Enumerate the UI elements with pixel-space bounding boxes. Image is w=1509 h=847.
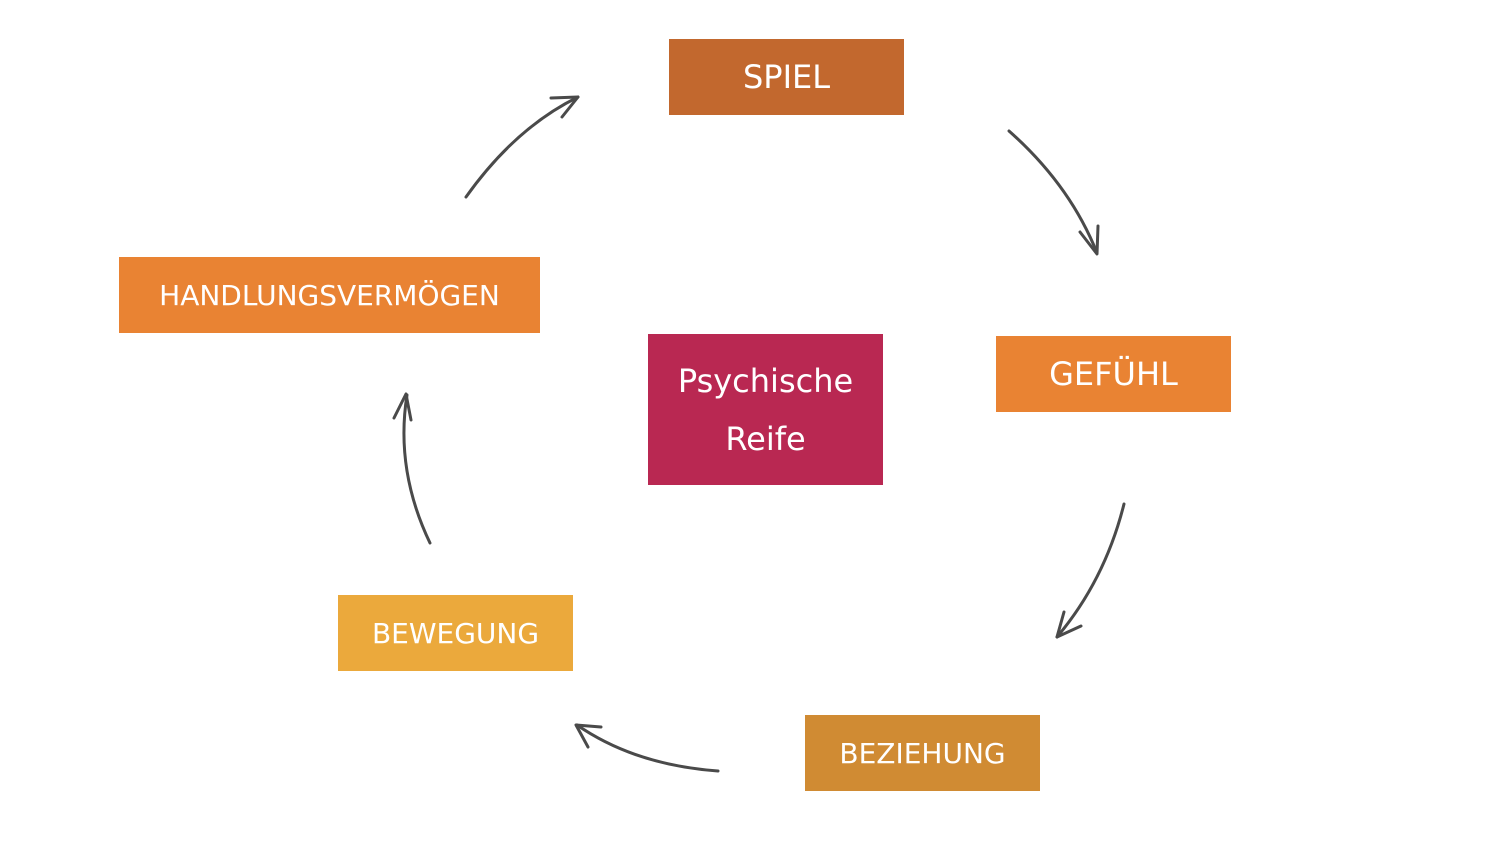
node-gefuehl: GEFÜHL (996, 336, 1231, 412)
arrow-beziehung-to-bewegung (574, 723, 720, 773)
node-bewegung: BEWEGUNG (338, 595, 573, 671)
node-bewegung-label: BEWEGUNG (371, 616, 540, 650)
arrow-gefuehl-to-beziehung (1055, 502, 1126, 639)
node-gefuehl-label: GEFÜHL (1049, 355, 1178, 393)
center-label-line2: Reife (725, 419, 806, 458)
node-handlungsvermoegen: HANDLUNGSVERMÖGEN (119, 257, 540, 333)
center-label-line1: Psychische (677, 361, 854, 400)
arrow-spiel-to-gefuehl (1007, 129, 1100, 256)
node-beziehung-label: BEZIEHUNG (839, 736, 1006, 770)
node-handlungsvermoegen-label: HANDLUNGSVERMÖGEN (159, 278, 500, 312)
arrow-bewegung-to-handlung (392, 392, 432, 545)
node-spiel: SPIEL (669, 39, 904, 115)
node-spiel-label: SPIEL (742, 58, 831, 96)
center-node: Psychische Reife (648, 334, 883, 485)
arrow-handlung-to-spiel (464, 95, 580, 199)
node-beziehung: BEZIEHUNG (805, 715, 1040, 791)
